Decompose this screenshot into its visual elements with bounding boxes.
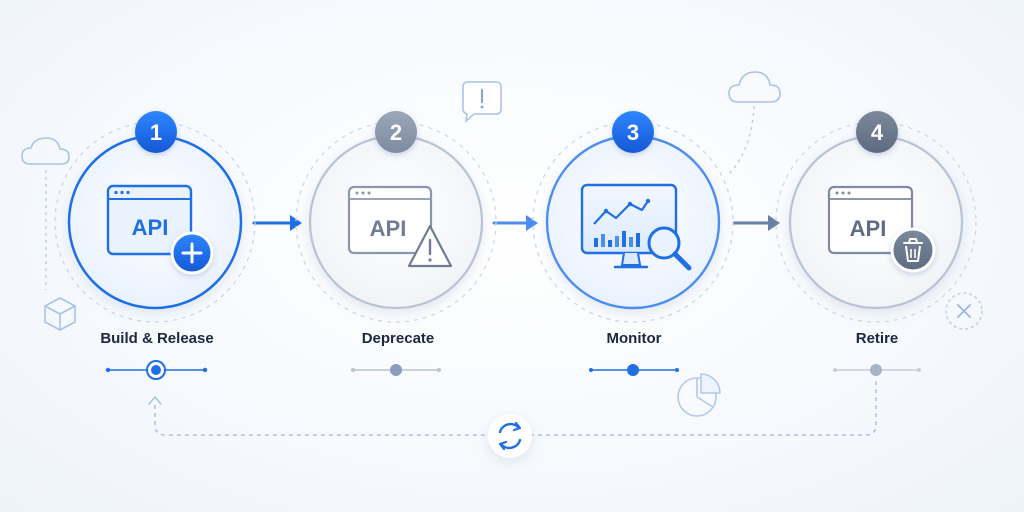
arrow-2-to-3 <box>492 215 538 231</box>
refresh-cycle-icon[interactable] <box>488 414 532 458</box>
cloud-icon <box>21 137 70 165</box>
step-3-badge: 3 <box>612 111 654 153</box>
api-text: API <box>370 216 407 241</box>
step-number: 4 <box>871 120 884 145</box>
step-3-node[interactable]: 3 <box>532 111 734 323</box>
step-4-node[interactable]: API 4 <box>775 111 977 323</box>
step-1-badge: 1 <box>135 111 177 153</box>
api-text: API <box>132 215 169 240</box>
arrow-1-to-2 <box>252 215 302 231</box>
step-number: 2 <box>390 120 402 145</box>
pie-chart-icon <box>677 373 721 417</box>
cycle-return-path <box>154 378 877 436</box>
step-1-indicator <box>105 360 208 380</box>
api-window-warning-icon: API <box>347 185 453 268</box>
step-number: 1 <box>150 120 162 145</box>
cube-icon <box>44 297 76 331</box>
step-2-node[interactable]: API 2 <box>295 111 497 323</box>
api-window-plus-icon: API <box>106 184 214 275</box>
step-4-indicator <box>833 364 921 376</box>
api-text: API <box>850 216 887 241</box>
cloud-connector <box>727 105 755 176</box>
step-3-label: Monitor <box>606 330 662 347</box>
step-1-label: Build & Release <box>100 330 214 347</box>
step-number: 3 <box>627 120 639 145</box>
step-2-label: Deprecate <box>361 330 435 347</box>
step-2-indicator <box>351 364 441 376</box>
arrow-3-to-4 <box>732 215 780 231</box>
monitor-chart-magnifier-icon <box>580 183 692 271</box>
close-circle-icon <box>945 292 983 330</box>
alert-bubble-icon <box>462 81 502 124</box>
step-4-badge: 4 <box>856 111 898 153</box>
step-4-label: Retire <box>855 330 899 347</box>
step-1-node[interactable]: API 1 <box>54 111 256 323</box>
step-3-indicator <box>589 364 679 376</box>
return-arrowhead <box>148 395 162 405</box>
cloud-icon <box>728 71 781 103</box>
api-window-trash-icon: API <box>827 185 936 273</box>
step-2-badge: 2 <box>375 111 417 153</box>
